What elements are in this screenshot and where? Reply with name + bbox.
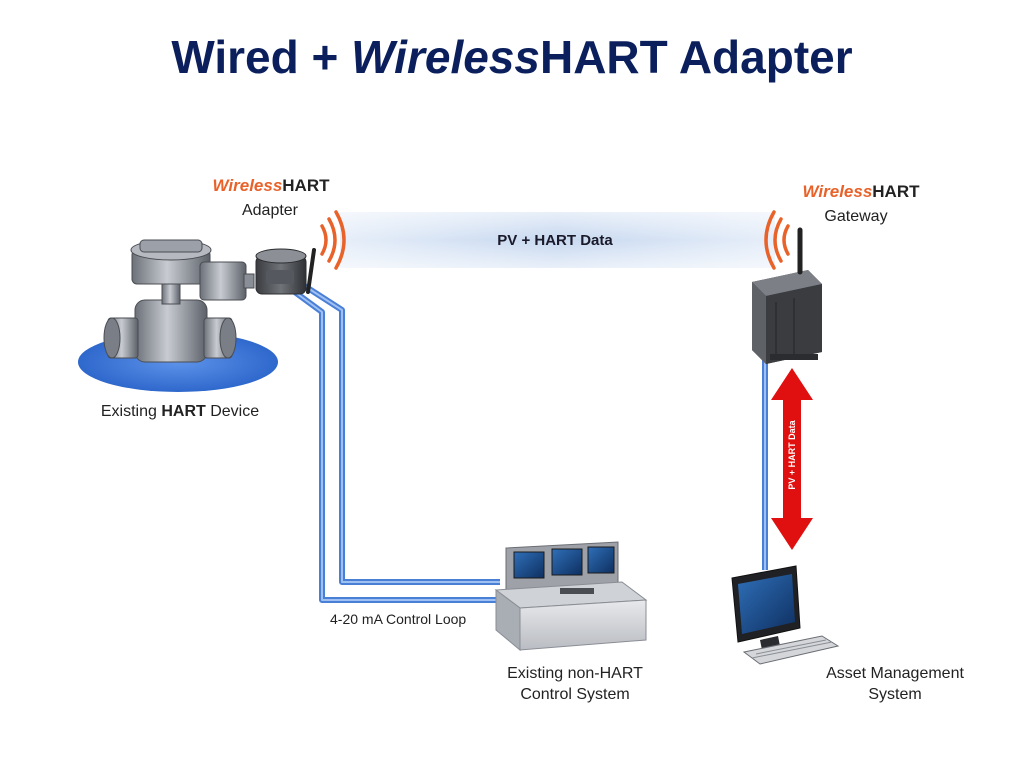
- gateway-brand-wireless: Wireless: [802, 182, 873, 201]
- title-part-wired: Wired +: [171, 31, 352, 83]
- wireless-link-label: PV + HART Data: [497, 232, 613, 249]
- control-loop-wires: [290, 280, 500, 603]
- wirelesshart-gateway: [752, 227, 822, 364]
- gateway-brand-label: WirelessHART: [776, 181, 946, 202]
- gateway-brand-hart: HART: [872, 182, 920, 201]
- device-label-suffix: Device: [205, 403, 260, 420]
- hart-device: [78, 239, 278, 392]
- control-loop-label: 4-20 mA Control Loop: [330, 611, 467, 627]
- adapter-antenna: [306, 248, 316, 294]
- adapter-brand-hart: HART: [282, 176, 330, 195]
- device-label-prefix: Existing: [100, 403, 162, 420]
- wireless-data-band: [340, 212, 775, 268]
- asset-management-pc: [731, 565, 840, 665]
- asset-management-label: Asset Management System: [800, 663, 990, 705]
- page-title: Wired + WirelessHART Adapter: [0, 30, 1024, 84]
- control-system-console: [494, 541, 648, 652]
- wirelesshart-adapter: [255, 248, 316, 295]
- adapter-brand-wireless: Wireless: [212, 176, 283, 195]
- gateway-signal-icon: [764, 210, 790, 270]
- vertical-data-arrow: [771, 368, 813, 550]
- adapter-brand-label: WirelessHART: [186, 175, 356, 196]
- vertical-link-label: PV + HART Data: [787, 420, 797, 490]
- gateway-label: Gateway: [824, 208, 888, 225]
- adapter-label: Adapter: [241, 202, 299, 219]
- title-part-wireless: Wireless: [351, 31, 540, 83]
- hart-device-label: Existing HART Device: [60, 401, 300, 422]
- title-part-hart-adapter: HART Adapter: [539, 31, 853, 83]
- adapter-signal-icon: [320, 210, 346, 270]
- asset-label-line1: Asset Management: [826, 665, 964, 682]
- control-system-label-line2: Control System: [520, 686, 630, 703]
- asset-label-line2: System: [868, 686, 922, 703]
- control-system-label-line1: Existing non-HART: [507, 665, 643, 682]
- device-label-bold: HART: [161, 403, 206, 420]
- control-system-label: Existing non-HART Control System: [470, 663, 680, 705]
